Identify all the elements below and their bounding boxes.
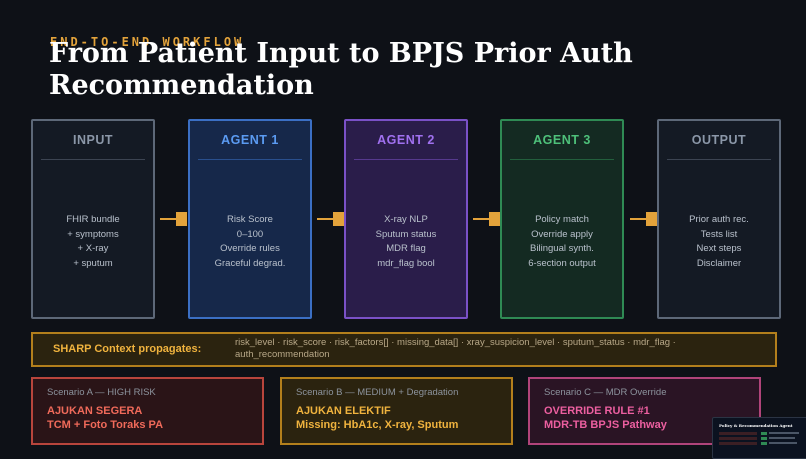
stage-line: Risk Score bbox=[227, 214, 273, 225]
stage-line: Tests list bbox=[700, 228, 738, 240]
stage-title: AGENT 1 bbox=[221, 133, 279, 147]
stage-line: MDR flag bbox=[386, 243, 426, 254]
stage-line: Next steps bbox=[696, 243, 742, 254]
sharp-label: SHARP Context propagates: bbox=[53, 343, 202, 355]
stage-box-1: INPUT FHIR bundle + symptoms + X-ray + sputu… bbox=[31, 119, 155, 319]
stage-line: mdr_flag bool bbox=[377, 257, 435, 269]
scenario-header: Scenario A — HIGH RISK bbox=[47, 387, 156, 398]
stage-divider bbox=[41, 159, 145, 160]
connector-3 bbox=[473, 212, 501, 226]
connector-2 bbox=[317, 212, 345, 226]
stage-line: FHIR bundle bbox=[66, 214, 120, 225]
stage-line: Disclaimer bbox=[696, 257, 742, 269]
connector-4 bbox=[630, 212, 658, 226]
stage-line: Graceful degrad. bbox=[214, 257, 286, 269]
thumbnail-art bbox=[719, 432, 799, 445]
stage-line: + X-ray bbox=[77, 243, 109, 254]
stage-divider bbox=[354, 159, 458, 160]
scenario-detail: MDR-TB BPJS Pathway bbox=[544, 419, 667, 431]
stage-lines: FHIR bundle + symptoms + X-ray + sputum bbox=[33, 213, 153, 271]
stage-divider bbox=[198, 159, 302, 160]
scenario-detail: Missing: HbA1c, X-ray, Sputum bbox=[296, 419, 459, 431]
stage-line: Override apply bbox=[531, 228, 593, 240]
page-title: From Patient Input to BPJS Prior Auth Re… bbox=[49, 38, 633, 101]
scenario-header: Scenario C — MDR Override bbox=[544, 387, 667, 398]
stage-line: Policy match bbox=[535, 214, 589, 225]
stage-line: + symptoms bbox=[67, 228, 119, 240]
scenario-detail: TCM + Foto Toraks PA bbox=[47, 419, 164, 431]
stage-title: AGENT 2 bbox=[377, 133, 435, 147]
stage-line: 0–100 bbox=[236, 228, 264, 240]
scenario-header: Scenario B — MEDIUM + Degradation bbox=[296, 387, 459, 398]
sharp-context-bar: SHARP Context propagates: risk_level · r… bbox=[31, 332, 777, 367]
stage-title: AGENT 3 bbox=[533, 133, 591, 147]
connector-1 bbox=[160, 212, 188, 226]
stage-title: OUTPUT bbox=[691, 133, 747, 147]
scenario-card-a: Scenario A — HIGH RISK AJUKAN SEGERA TCM +… bbox=[31, 377, 264, 445]
stage-line: Override rules bbox=[220, 243, 280, 254]
stage-line: X-ray NLP bbox=[384, 214, 428, 225]
scenario-action: AJUKAN ELEKTIF bbox=[296, 405, 391, 417]
thumbnail-title: Policy & Recommendation Agent bbox=[719, 423, 793, 428]
stage-title: INPUT bbox=[73, 133, 113, 147]
stage-line: 6-section output bbox=[528, 257, 596, 269]
stage-line: Sputum status bbox=[375, 228, 437, 240]
stage-divider bbox=[667, 159, 771, 160]
sharp-fields: risk_level · risk_score · risk_factors[]… bbox=[235, 337, 676, 360]
stage-line: + sputum bbox=[73, 257, 113, 269]
stage-line: Prior auth rec. bbox=[689, 214, 749, 225]
scenario-action: OVERRIDE RULE #1 bbox=[544, 405, 650, 417]
stage-line: Bilingual synth. bbox=[530, 243, 594, 254]
stage-divider bbox=[510, 159, 614, 160]
slide-thumbnail[interactable]: Policy & Recommendation Agent bbox=[712, 417, 806, 459]
scenario-action: AJUKAN SEGERA bbox=[47, 405, 143, 417]
kicker-label: END-TO-END WORKFLOW bbox=[50, 35, 245, 49]
